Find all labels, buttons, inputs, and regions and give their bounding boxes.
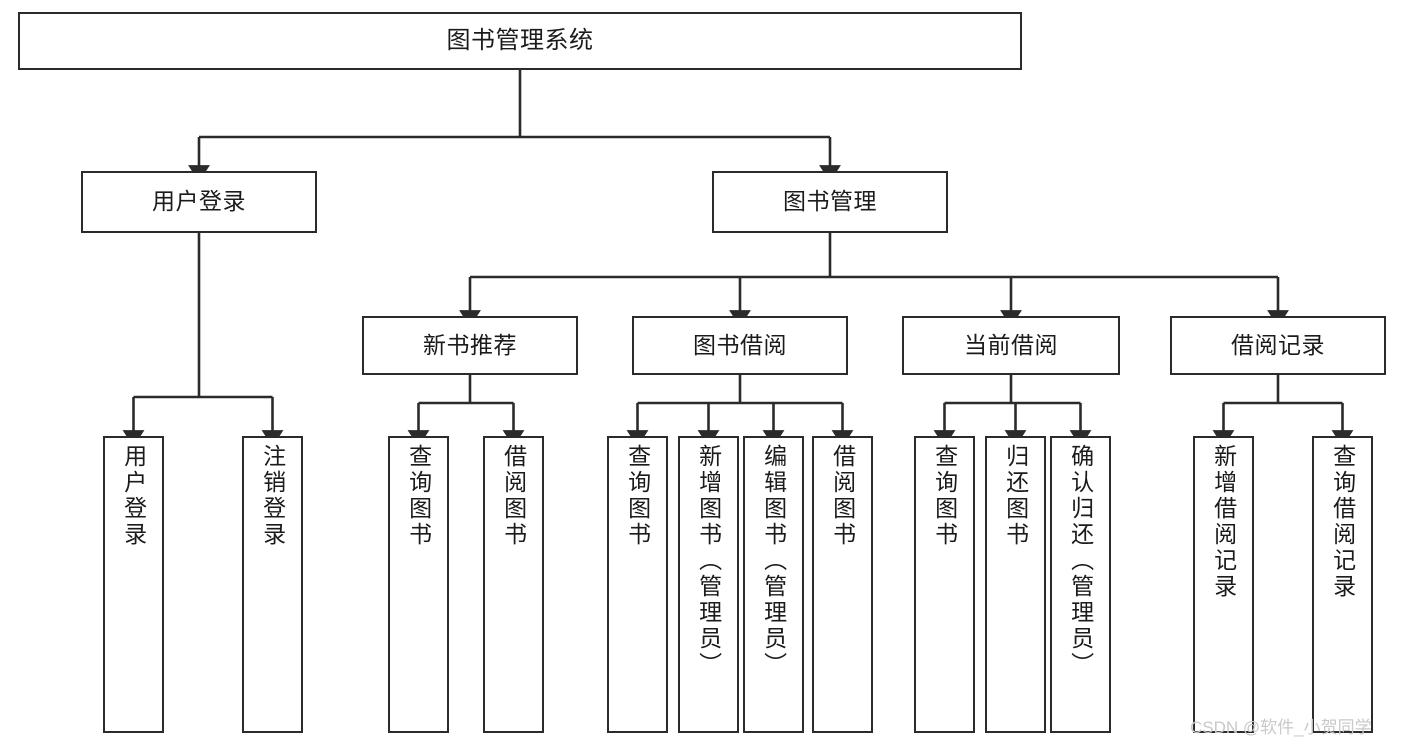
node-label: 查询图书	[624, 444, 651, 548]
node-label: 借阅图书	[500, 444, 527, 548]
node-label: 用户登录	[152, 188, 246, 215]
watermark-text: CSDN @软件_小贺同学	[1190, 718, 1372, 737]
node-borrow-record[interactable]: 借阅记录	[1170, 316, 1386, 375]
node-label: 编辑图书（管理员）	[760, 444, 787, 678]
node-new-book-recommend[interactable]: 新书推荐	[362, 316, 578, 375]
node-label: 新书推荐	[423, 331, 517, 358]
node-label: 用户登录	[120, 444, 147, 548]
node-label: 借阅图书	[829, 444, 856, 548]
node-label: 确认归还（管理员）	[1067, 444, 1094, 678]
node-label: 新增图书（管理员）	[695, 444, 722, 678]
node-label: 查询图书	[931, 444, 958, 548]
node-leaf-edit-book[interactable]: 编辑图书（管理员）	[743, 436, 804, 733]
node-leaf-query-book-3[interactable]: 查询图书	[914, 436, 975, 733]
node-root-system[interactable]: 图书管理系统	[18, 12, 1022, 70]
node-label: 图书管理系统	[446, 26, 594, 54]
node-label: 借阅记录	[1231, 331, 1325, 358]
node-current-borrow[interactable]: 当前借阅	[902, 316, 1120, 375]
node-leaf-query-borrow-record[interactable]: 查询借阅记录	[1312, 436, 1373, 733]
node-book-manage[interactable]: 图书管理	[712, 171, 948, 233]
node-label: 归还图书	[1002, 444, 1029, 548]
node-leaf-logout[interactable]: 注销登录	[242, 436, 303, 733]
node-leaf-query-book-2[interactable]: 查询图书	[607, 436, 668, 733]
node-leaf-borrow-book-1[interactable]: 借阅图书	[483, 436, 544, 733]
node-label: 当前借阅	[964, 331, 1058, 358]
node-leaf-add-borrow-record[interactable]: 新增借阅记录	[1193, 436, 1254, 733]
node-book-borrow[interactable]: 图书借阅	[632, 316, 848, 375]
node-leaf-return-book[interactable]: 归还图书	[985, 436, 1046, 733]
node-label: 新增借阅记录	[1210, 444, 1237, 600]
node-leaf-borrow-book-2[interactable]: 借阅图书	[812, 436, 873, 733]
node-user-login[interactable]: 用户登录	[81, 171, 317, 233]
node-label: 查询图书	[405, 444, 432, 548]
node-label: 图书管理	[783, 188, 877, 215]
node-leaf-add-book[interactable]: 新增图书（管理员）	[678, 436, 739, 733]
node-label: 查询借阅记录	[1329, 444, 1356, 600]
node-label: 图书借阅	[693, 331, 787, 358]
node-leaf-user-login[interactable]: 用户登录	[103, 436, 164, 733]
node-leaf-query-book-1[interactable]: 查询图书	[388, 436, 449, 733]
node-leaf-confirm-return[interactable]: 确认归还（管理员）	[1050, 436, 1111, 733]
node-label: 注销登录	[259, 444, 286, 548]
